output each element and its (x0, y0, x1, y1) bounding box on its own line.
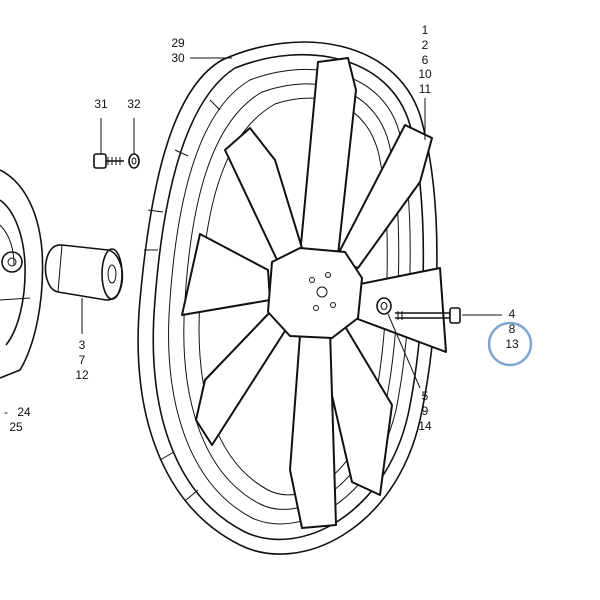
callout-9: 9 (422, 404, 429, 418)
callout-29: 29 (171, 36, 185, 50)
callout-4: 4 (509, 307, 516, 321)
highlight-circle (487, 321, 533, 367)
callout-labels: 29 30 31 32 1 2 6 10 11 3 7 12 4 8 13 5 … (4, 23, 519, 434)
callout-6: 6 (422, 53, 429, 67)
callout-14: 14 (418, 419, 432, 433)
leader-lines (81, 57, 502, 389)
blade-right (354, 267, 447, 353)
blade-top (299, 57, 357, 256)
callout-31: 31 (94, 97, 108, 111)
hub-plate (267, 247, 363, 339)
bolt-31-assembly (93, 153, 140, 169)
callout-dash: - (4, 405, 8, 419)
callout-10: 10 (418, 67, 432, 81)
callout-32: 32 (127, 97, 141, 111)
callout-24: 24 (17, 405, 31, 419)
callout-25: 25 (9, 420, 23, 434)
callout-11: 11 (419, 82, 432, 96)
callout-2: 2 (422, 38, 429, 52)
spacer-part (44, 244, 124, 301)
fan-blades (181, 57, 447, 529)
bolt-4-assembly (376, 297, 461, 324)
callout-13: 13 (505, 337, 519, 351)
callout-30: 30 (171, 51, 185, 65)
left-hub-assembly (0, 169, 44, 379)
callout-5: 5 (422, 389, 429, 403)
blade-left (181, 233, 271, 316)
blade-bottom-left (195, 309, 293, 446)
callout-12: 12 (75, 368, 89, 382)
blade-top-left (224, 127, 306, 263)
callout-3: 3 (79, 338, 86, 352)
blade-bottom (289, 329, 337, 529)
callout-1: 1 (422, 23, 429, 37)
callout-7: 7 (79, 353, 86, 367)
callout-8: 8 (509, 322, 516, 336)
